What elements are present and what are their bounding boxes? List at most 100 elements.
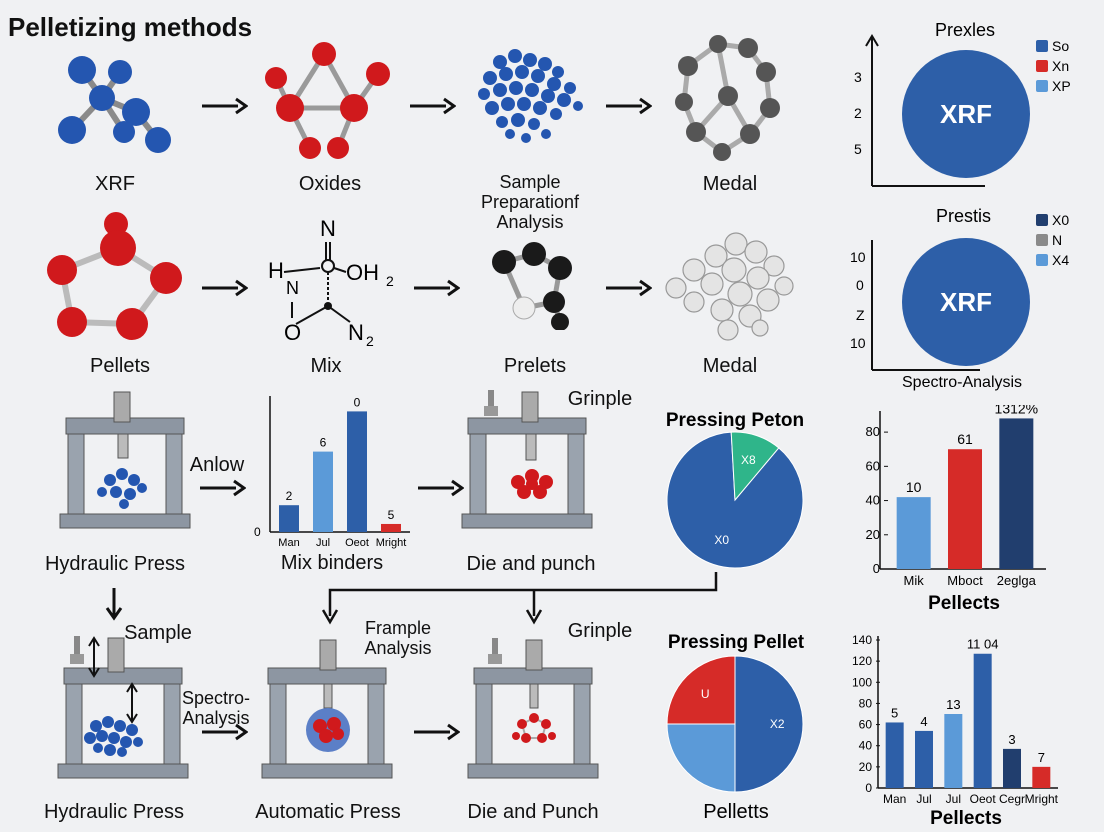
arrow-right-icon <box>202 723 248 741</box>
legend-swatch <box>1036 214 1048 226</box>
pressing-pellet-pie-chart: Pressing Pellet X2U Pelletts <box>666 632 805 823</box>
y-tick: 10 <box>850 335 866 351</box>
data-label: 13 <box>946 697 960 712</box>
mix-binders-label: Mix binders <box>280 552 384 574</box>
formula-text: 2 <box>386 273 394 289</box>
chart-title: Pellects <box>930 808 1002 829</box>
x-tick: Mright <box>376 537 407 549</box>
arrow-right-icon <box>410 97 456 115</box>
chart-title: Pellects <box>928 593 1000 614</box>
medal-molecule-icon <box>675 35 780 161</box>
y-tick: 0 <box>254 525 261 539</box>
y-tick: 10 <box>850 249 866 265</box>
formula-text: N <box>348 320 364 345</box>
pellets-label: Pellets <box>89 355 151 377</box>
y-tick: 3 <box>854 69 862 85</box>
pie-slice-label: XRF <box>940 99 992 129</box>
x-tick: Man <box>278 537 299 549</box>
y-tick: 2 <box>854 105 862 121</box>
bar <box>896 497 931 569</box>
sample-preparation-label: Sample Preparationf Analysis <box>480 172 580 232</box>
arrow-right-icon <box>200 479 246 497</box>
data-label: 3 <box>1008 732 1015 747</box>
xrf-molecule-icon <box>58 56 171 153</box>
connector-lines <box>322 572 718 625</box>
grinple-label: Grinple <box>567 620 633 642</box>
pellets-molecule-icon <box>47 212 182 340</box>
data-label: 4 <box>920 714 927 729</box>
prelets-label: Prelets <box>503 355 567 377</box>
y-tick: 0 <box>873 561 880 576</box>
x-tick: Mboct <box>947 573 983 588</box>
pie-slice-label: X2 <box>770 717 785 731</box>
bar <box>973 653 992 788</box>
chart-title: Pressing Pellet <box>668 632 805 653</box>
data-label: 11 04 <box>967 637 999 652</box>
y-tick: 40 <box>866 493 880 508</box>
die-press-icon <box>461 390 593 529</box>
bar <box>313 451 333 532</box>
x-tick: Cegr <box>999 792 1025 806</box>
formula-text: N <box>286 278 299 298</box>
bar <box>948 449 982 569</box>
pie-slice <box>666 655 736 725</box>
data-label: 7 <box>1038 750 1045 765</box>
y-tick: Z <box>856 307 865 323</box>
prexles-chart: Prexles 3 2 5 XRF So Xn XP <box>854 20 1071 187</box>
legend-entry: Xn <box>1052 58 1069 74</box>
y-tick: 0 <box>856 277 864 293</box>
legend-entry: XP <box>1052 78 1071 94</box>
frample-analysis-label: Frample Analysis <box>364 618 432 658</box>
y-tick: 100 <box>852 675 872 689</box>
sample-label: Sample <box>124 622 192 644</box>
arrow-right-icon <box>202 279 248 297</box>
arrow-right-icon <box>418 479 464 497</box>
x-tick: Jul <box>316 537 330 549</box>
page-title: Pelletizing methods <box>8 12 253 42</box>
bar <box>1003 748 1021 788</box>
bar <box>381 523 401 532</box>
legend-swatch <box>1036 40 1048 52</box>
hydraulic-press-label: Hydraulic Press <box>43 801 185 823</box>
pie-slice-label: XRF <box>940 287 992 317</box>
legend-swatch <box>1036 254 1048 266</box>
hydraulic-press-icon <box>59 391 191 529</box>
pie-slice-label: U <box>701 687 710 701</box>
xrf-label: XRF <box>95 173 135 195</box>
y-tick: 140 <box>852 633 872 647</box>
x-tick: Oeot <box>345 537 369 549</box>
x-axis-label: Spectro-Analysis <box>902 374 1022 391</box>
pie-slice <box>902 238 1030 366</box>
legend-swatch <box>1036 80 1048 92</box>
bar <box>279 505 299 532</box>
hydraulic-press-icon <box>57 636 189 779</box>
y-tick: 40 <box>859 739 873 753</box>
formula-text: 2 <box>366 333 374 349</box>
y-tick: 120 <box>852 654 872 668</box>
medal-label: Medal <box>702 173 758 195</box>
bar <box>347 411 367 532</box>
x-tick: Oeot <box>970 792 997 806</box>
oxides-molecule-icon <box>265 42 390 159</box>
arrow-right-icon <box>414 279 460 297</box>
pie-slice-label: X0 <box>714 533 729 547</box>
arrow-right-icon <box>606 279 652 297</box>
spectro-analysis-label: Spectro-Analysis <box>181 688 251 728</box>
mix-label: Mix <box>310 355 342 377</box>
y-tick: 20 <box>859 760 873 774</box>
chart-title: Prexles <box>935 20 995 40</box>
data-label: 10 <box>906 479 922 495</box>
arrow-right-icon <box>414 723 460 741</box>
bar <box>944 714 963 788</box>
prelets-molecule-icon <box>492 242 572 330</box>
arrow-label: Anlow <box>189 454 245 476</box>
x-tick: Jul <box>946 792 961 806</box>
medal-cluster-icon <box>665 232 794 341</box>
bar <box>1032 766 1051 788</box>
data-label: 61 <box>957 431 973 447</box>
automatic-press-icon <box>261 639 393 779</box>
data-label: 6 <box>320 436 327 450</box>
